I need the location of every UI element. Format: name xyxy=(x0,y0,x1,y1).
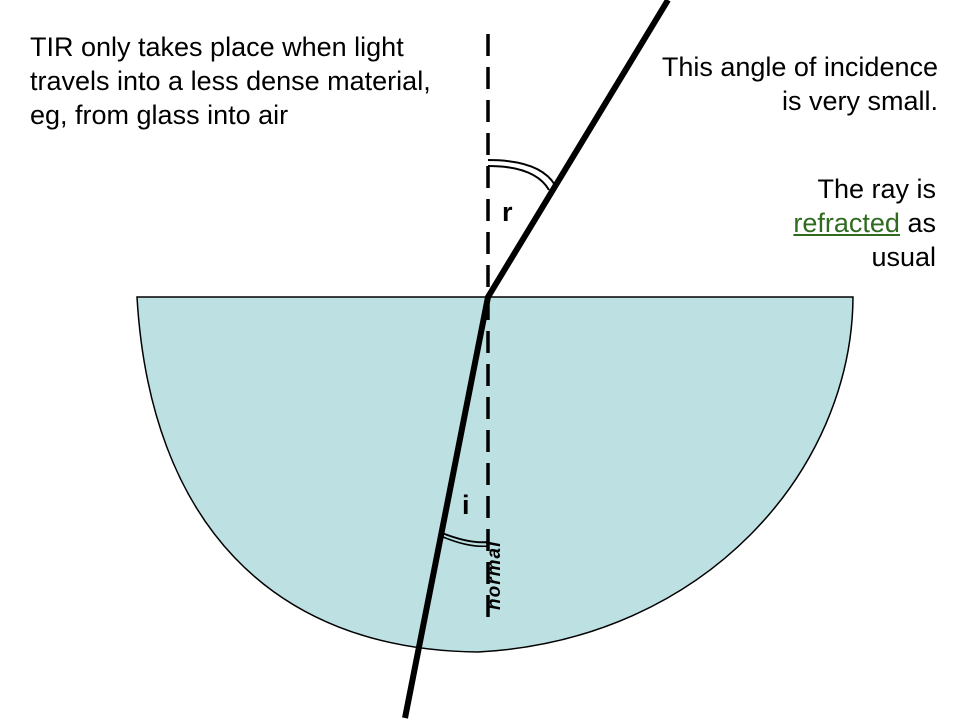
glass-block xyxy=(136,296,854,653)
incidence-angle-arc xyxy=(441,532,489,544)
incidence-angle-arc-inner xyxy=(442,536,489,548)
refracted-link[interactable]: refracted xyxy=(793,208,900,238)
light-ray xyxy=(402,0,671,719)
angle-small-note: This angle of incidence is very small. xyxy=(661,52,938,116)
refraction-angle-label: r xyxy=(502,197,513,227)
tir-condition-note: TIR only takes place when light travels … xyxy=(30,32,431,130)
normal-label: normal xyxy=(484,540,505,610)
incidence-angle-label: i xyxy=(462,490,470,520)
refraction-angle-arc xyxy=(487,159,556,186)
refraction-angle-arc-inner xyxy=(487,165,550,191)
refracted-note-prefix: The ray is xyxy=(817,174,936,204)
